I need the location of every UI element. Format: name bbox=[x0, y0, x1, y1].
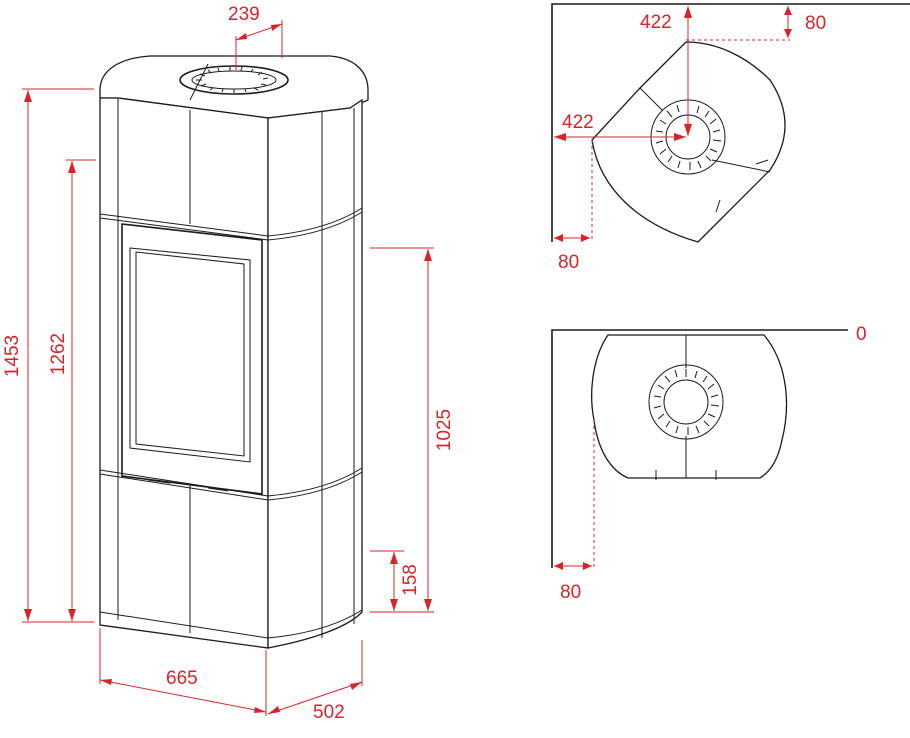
stove-side-panel bbox=[267, 98, 363, 649]
dim-corner-clearance-top-label: 80 bbox=[805, 13, 826, 34]
dim-wall-zero: 0 bbox=[856, 324, 867, 345]
stove-front-panel bbox=[99, 97, 269, 649]
dim-flue-height: 1262 bbox=[48, 159, 96, 621]
flue-grate-slots bbox=[196, 66, 269, 93]
corner-wall bbox=[551, 3, 910, 242]
back-wall bbox=[551, 329, 848, 568]
stove-door bbox=[121, 223, 263, 495]
wall-stove-outline bbox=[591, 334, 788, 479]
corner-stove-outline bbox=[591, 41, 786, 243]
dim-depth: 502 bbox=[267, 640, 363, 723]
dim-flue-offset: 239 bbox=[228, 4, 283, 70]
dim-wall-clearance-side: 80 bbox=[554, 562, 592, 603]
dim-corner-clearance-top: 80 bbox=[784, 6, 826, 38]
dim-rear-inlet-height: 158 bbox=[370, 550, 421, 611]
dim-corner-flue-x: 422 bbox=[554, 112, 686, 141]
dim-flue-offset-label: 239 bbox=[228, 4, 260, 25]
dim-width-label: 665 bbox=[166, 668, 198, 689]
wall-grate-slots bbox=[653, 369, 720, 435]
stove-front-view bbox=[99, 55, 369, 649]
dim-total-height-label: 1453 bbox=[2, 335, 23, 377]
flue-collar-outer bbox=[179, 65, 289, 95]
dim-wall-clearance-side-label: 80 bbox=[560, 582, 581, 603]
dim-corner-clearance-side: 80 bbox=[554, 234, 590, 273]
dim-air-inlet-height: 1025 bbox=[370, 247, 455, 613]
dim-width: 665 bbox=[99, 628, 267, 716]
dim-rear-inlet-height-label: 158 bbox=[400, 564, 421, 596]
dim-depth-label: 502 bbox=[313, 702, 345, 723]
dim-corner-flue-y-label: 422 bbox=[640, 12, 672, 33]
dim-total-height: 1453 bbox=[2, 88, 94, 623]
plan-wall-view bbox=[551, 329, 848, 568]
plan-corner-view bbox=[551, 3, 910, 243]
stove-door-glass bbox=[135, 251, 245, 457]
lid-seam bbox=[189, 63, 209, 101]
wall-flue-ring-inner bbox=[663, 379, 709, 425]
dim-corner-flue-x-label: 422 bbox=[562, 112, 594, 133]
dim-corner-flue-y: 422 bbox=[640, 6, 692, 136]
dim-wall-zero-label: 0 bbox=[856, 324, 867, 345]
dim-corner-clearance-side-label: 80 bbox=[558, 252, 579, 273]
wall-flue-ring-outer bbox=[648, 364, 724, 440]
dim-air-inlet-height-label: 1025 bbox=[434, 409, 455, 451]
dim-flue-height-label: 1262 bbox=[48, 333, 69, 375]
